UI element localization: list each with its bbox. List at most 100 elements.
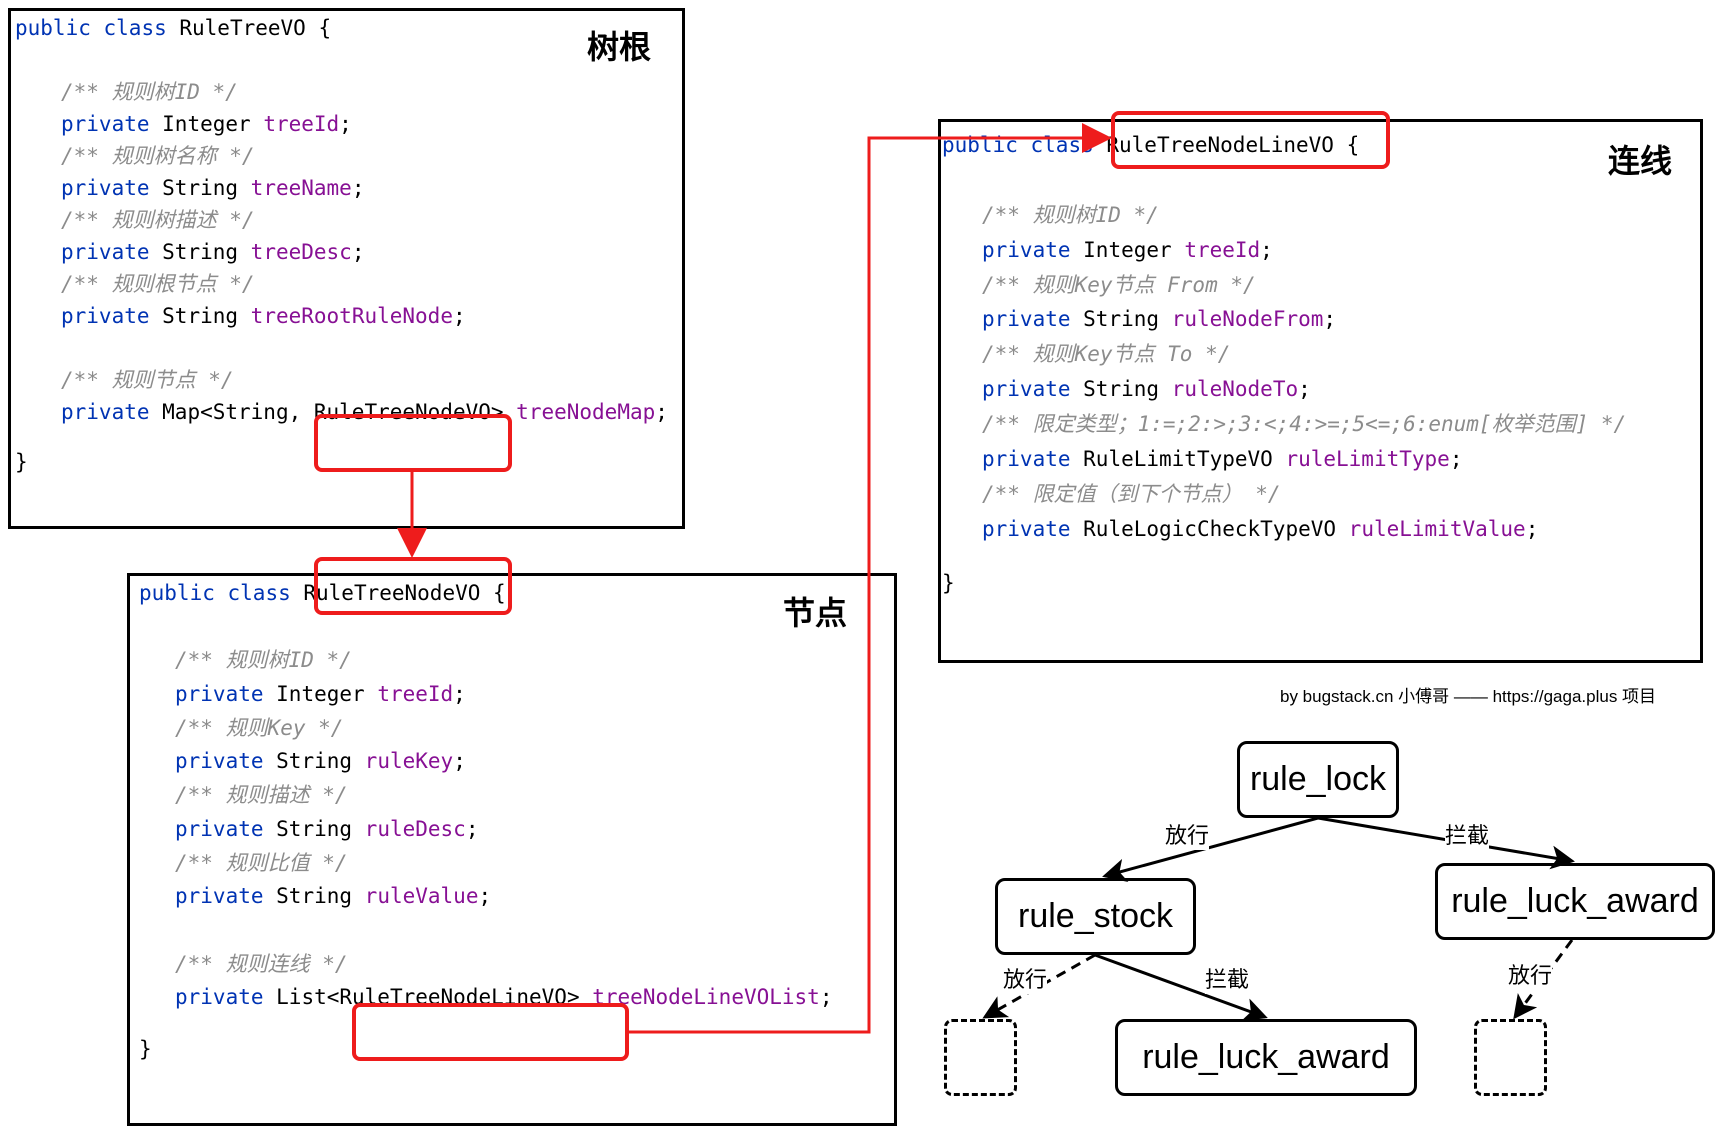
comment: /** 限定值（到下个节点） */ bbox=[982, 481, 1281, 506]
highlight-map-value-type bbox=[314, 414, 512, 472]
closing-brace: } bbox=[15, 449, 28, 474]
code-text: String bbox=[263, 749, 365, 774]
tree-node-rule-luck-award-right: rule_luck_award bbox=[1435, 863, 1715, 940]
class-name: RuleTreeVO { bbox=[166, 16, 332, 40]
comment: /** 规则树名称 */ bbox=[61, 144, 255, 168]
code-line: /** 规则树ID */ bbox=[15, 76, 668, 108]
code-line: private String ruleKey; bbox=[139, 745, 832, 779]
rule-tree-node-vo-code: public class RuleTreeNodeVO { /** 规则树ID *… bbox=[139, 577, 832, 1067]
comment: /** 规则节点 */ bbox=[61, 368, 234, 392]
comment: /** 规则描述 */ bbox=[175, 783, 348, 808]
keyword: public bbox=[139, 581, 215, 605]
highlight-list-element-type bbox=[352, 1003, 629, 1061]
closing-brace: } bbox=[942, 570, 955, 595]
code-text: Integer bbox=[149, 112, 264, 136]
code-line: private String treeDesc; bbox=[15, 236, 668, 268]
keyword: public bbox=[15, 16, 91, 40]
code-text: String bbox=[149, 240, 251, 264]
code-line: private String treeName; bbox=[15, 172, 668, 204]
keyword: private bbox=[982, 307, 1071, 332]
rule-tree-node-line-vo-panel bbox=[938, 119, 1703, 663]
keyword: private bbox=[175, 749, 264, 774]
code-text: String bbox=[1070, 307, 1172, 332]
keyword: private bbox=[61, 112, 150, 136]
code-text: RuleLogicCheckTypeVO bbox=[1070, 516, 1349, 541]
code-line: /** 限定类型；1:=;2:>;3:<;4:>=;5<=;6:enum[枚举范… bbox=[942, 407, 1698, 442]
comment: /** 限定类型；1:=;2:>;3:<;4:>=;5<=;6:enum[枚举范… bbox=[982, 412, 1627, 437]
tree-node-empty-left bbox=[944, 1019, 1017, 1096]
edge-label-lock-to-award: 拦截 bbox=[1445, 818, 1490, 850]
code-line: /** 规则节点 */ bbox=[15, 364, 668, 396]
code-text: ; bbox=[1260, 237, 1273, 262]
code-line: private String ruleDesc; bbox=[139, 813, 832, 847]
code-text: ; bbox=[819, 985, 833, 1010]
closing-brace: } bbox=[139, 1037, 152, 1062]
field-name: ruleValue bbox=[364, 884, 479, 909]
field-name: ruleLimitValue bbox=[1348, 516, 1526, 541]
class-declaration: public class RuleTreeNodeVO { bbox=[139, 577, 832, 611]
code-line: /** 规则树名称 */ bbox=[15, 140, 668, 172]
code-line: private String treeRootRuleNode; bbox=[15, 300, 668, 332]
code-line: private RuleLogicCheckTypeVO ruleLimitVa… bbox=[942, 512, 1698, 547]
code-text: Map<String, RuleTreeNodeVO> bbox=[149, 400, 517, 424]
field-name: ruleDesc bbox=[364, 816, 466, 841]
code-text: ; bbox=[351, 240, 365, 264]
credit-text: by bugstack.cn 小傅哥 —— https://gaga.plus … bbox=[1280, 687, 1657, 706]
root-tag: 树根 bbox=[587, 28, 652, 66]
keyword: private bbox=[175, 816, 264, 841]
class-declaration: public class RuleTreeVO { bbox=[15, 12, 668, 44]
rule-tree-node-line-vo-code: public class RuleTreeNodeLineVO { /** 规则树… bbox=[942, 128, 1698, 601]
class-name: RuleTreeNodeVO { bbox=[290, 581, 506, 605]
tree-node-rule-lock: rule_lock bbox=[1237, 741, 1399, 818]
code-line: private Integer treeId; bbox=[942, 233, 1698, 268]
edge-label-award-to-empty: 放行 bbox=[1508, 958, 1553, 990]
keyword: private bbox=[175, 985, 264, 1010]
code-line: private String ruleNodeTo; bbox=[942, 372, 1698, 407]
code-text: ; bbox=[1298, 377, 1311, 402]
field-name: ruleNodeFrom bbox=[1171, 307, 1324, 332]
keyword: class bbox=[227, 581, 291, 605]
code-text: ; bbox=[339, 112, 352, 136]
code-text: String bbox=[149, 304, 251, 328]
code-line: /** 规则描述 */ bbox=[139, 779, 832, 813]
rule-tree-vo-code: public class RuleTreeVO { /** 规则树ID */ pri… bbox=[15, 12, 668, 478]
tree-node-rule-stock: rule_stock bbox=[995, 878, 1196, 955]
field-name: treeId bbox=[263, 112, 340, 136]
comment: /** 规则树描述 */ bbox=[61, 208, 255, 232]
code-text: ; bbox=[453, 682, 466, 707]
code-text: ; bbox=[1323, 307, 1337, 332]
comment: /** 规则树ID */ bbox=[982, 202, 1159, 227]
field-name: treeRootRuleNode bbox=[250, 304, 453, 328]
keyword: private bbox=[61, 304, 150, 328]
code-line: /** 规则Key */ bbox=[139, 712, 832, 746]
code-text: String bbox=[1070, 377, 1172, 402]
code-text: ; bbox=[465, 816, 479, 841]
code-text: ; bbox=[453, 749, 466, 774]
node-tag: 节点 bbox=[783, 594, 848, 632]
code-line: /** 规则比值 */ bbox=[139, 847, 832, 881]
code-text: Integer bbox=[1070, 237, 1185, 262]
field-name: treeId bbox=[377, 682, 454, 707]
code-line: private String ruleNodeFrom; bbox=[942, 302, 1698, 337]
class-declaration: public class RuleTreeNodeLineVO { bbox=[942, 128, 1698, 163]
code-text: ; bbox=[1449, 447, 1463, 472]
edge-label-stock-to-award: 拦截 bbox=[1205, 962, 1250, 994]
code-text: ; bbox=[478, 884, 492, 909]
rule-tree-node-vo-panel bbox=[127, 573, 897, 1126]
code-text: RuleLimitTypeVO bbox=[1070, 447, 1286, 472]
keyword: private bbox=[982, 516, 1071, 541]
code-text: ; bbox=[351, 176, 365, 200]
field-name: treeNodeLineVOList bbox=[592, 985, 820, 1010]
field-name: treeId bbox=[1184, 237, 1261, 262]
code-line: /** 规则树ID */ bbox=[139, 644, 832, 678]
comment: /** 规则比值 */ bbox=[175, 850, 348, 875]
field-name: ruleKey bbox=[364, 749, 454, 774]
red-arrow-list-to-line bbox=[629, 123, 1112, 1034]
line-tag: 连线 bbox=[1608, 142, 1673, 180]
keyword: private bbox=[61, 240, 150, 264]
code-text: ; bbox=[655, 400, 668, 424]
edge-label-lock-to-stock: 放行 bbox=[1165, 818, 1210, 850]
field-name: treeDesc bbox=[250, 240, 352, 264]
comment: /** 规则树ID */ bbox=[175, 648, 352, 673]
keyword: private bbox=[61, 400, 150, 424]
